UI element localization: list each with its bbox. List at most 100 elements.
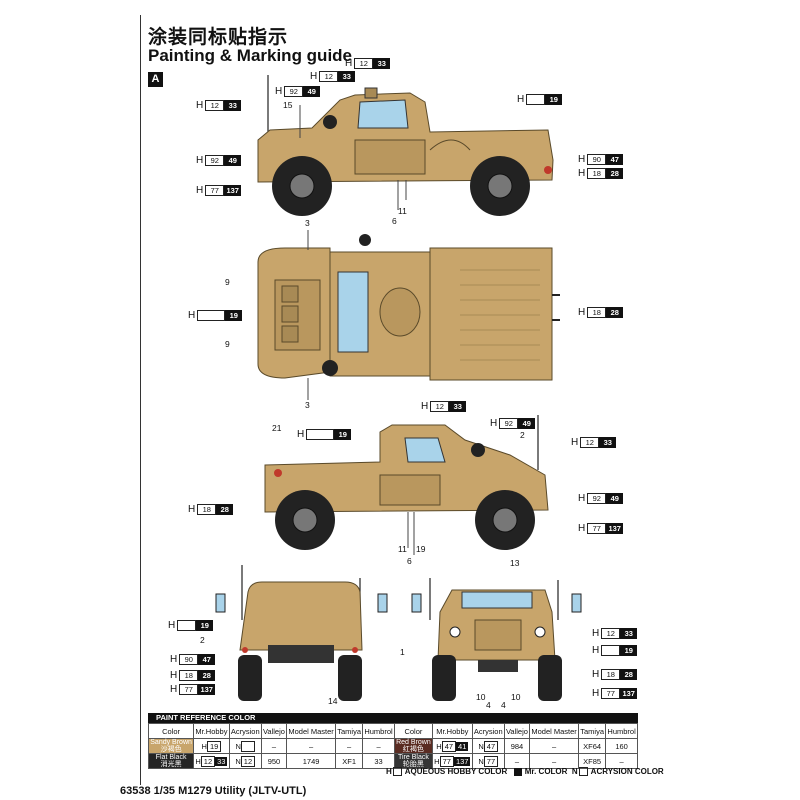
tamiya-cell: XF64 xyxy=(578,738,607,754)
table-header: Acrysion xyxy=(228,723,262,739)
callout-number: 13 xyxy=(510,558,520,568)
top-view xyxy=(257,230,560,400)
model-master-cell: – xyxy=(286,738,337,754)
callout-number: 11 xyxy=(398,206,407,216)
tamiya-cell: – xyxy=(335,738,364,754)
callout-number: 6 xyxy=(392,216,397,226)
table-header: Model Master xyxy=(529,723,580,739)
callout-number: 10 xyxy=(511,692,521,702)
callout-number: 3 xyxy=(305,218,310,228)
callout-number: 14 xyxy=(328,696,338,706)
footer-product-label: 63538 1/35 M1279 Utility (JLTV-UTL) xyxy=(120,785,307,797)
title-chinese: 涂装同标贴指示 xyxy=(148,26,289,48)
table-header: Acrysion xyxy=(471,723,505,739)
callout-number: 15 xyxy=(283,100,293,110)
table-header: Tamiya xyxy=(578,723,607,739)
table-header: Vallejo xyxy=(503,723,531,739)
table-header-row: Color Mr.Hobby Acrysion Vallejo Model Ma… xyxy=(147,723,638,739)
tamiya-cell: XF85 xyxy=(578,753,607,769)
humbrol-cell: 160 xyxy=(605,738,638,754)
rear-view xyxy=(215,565,388,701)
table-header: Mr.Hobby xyxy=(193,723,230,739)
front-view xyxy=(411,578,582,701)
callout-number: 2 xyxy=(520,430,525,440)
humbrol-cell: – xyxy=(362,738,395,754)
tamiya-cell: XF1 xyxy=(335,753,364,769)
callout-number: 10 xyxy=(476,692,486,702)
acrysion-cell: N xyxy=(228,738,262,754)
callout-number: 4 xyxy=(501,700,506,710)
table-header: Mr.Hobby xyxy=(431,723,473,739)
model-master-cell: – xyxy=(529,738,580,754)
callout-number: 4 xyxy=(486,700,491,710)
side-view-right xyxy=(264,415,549,555)
table-title: PAINT REFERENCE COLOR xyxy=(148,713,638,723)
humbrol-cell: 33 xyxy=(362,753,395,769)
table-header: Model Master xyxy=(286,723,337,739)
callout-number: 1 xyxy=(400,647,405,657)
callout-number: 6 xyxy=(407,556,412,566)
callout-number: 2 xyxy=(200,635,205,645)
vallejo-cell: – xyxy=(260,738,288,754)
table-header: Tamiya xyxy=(335,723,364,739)
table-header: Humbrol xyxy=(605,723,638,739)
table-header: Color xyxy=(393,723,433,739)
vallejo-cell: 950 xyxy=(260,753,288,769)
model-master-cell: 1749 xyxy=(286,753,337,769)
callout-number: 11 xyxy=(398,544,407,554)
title-english: Painting & Marking guide xyxy=(148,46,353,65)
callout-number: 9 xyxy=(225,339,230,349)
page-border xyxy=(140,15,661,785)
side-view-left xyxy=(257,75,554,216)
section-label: A xyxy=(148,72,163,87)
table-header: Vallejo xyxy=(260,723,288,739)
humbrol-cell: – xyxy=(605,753,638,769)
paint-reference-table: PAINT REFERENCE COLOR Color Mr.Hobby Acr… xyxy=(147,713,638,769)
callout-number: 3 xyxy=(305,400,310,410)
table-header: Color xyxy=(147,723,195,739)
callout-number: 21 xyxy=(272,423,282,433)
callout-number: 9 xyxy=(225,277,230,287)
callout-number: 19 xyxy=(416,544,426,554)
